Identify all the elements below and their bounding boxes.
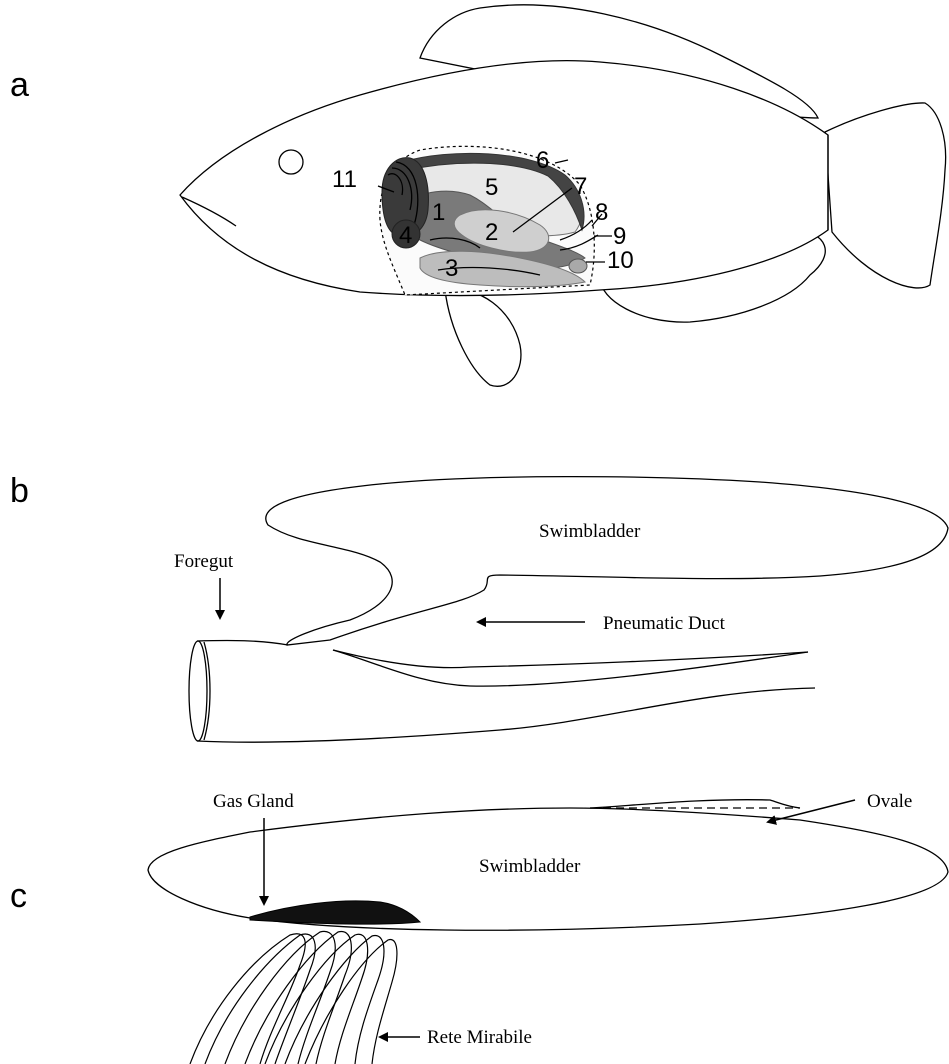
foregut-opening — [189, 641, 207, 741]
organ-number-8: 8 — [595, 199, 608, 226]
organ-number-9: 9 — [613, 223, 626, 250]
organ-number-11: 11 — [332, 166, 357, 193]
gas-gland — [250, 901, 420, 924]
organ-number-4: 4 — [399, 222, 412, 249]
panel-a: a — [10, 5, 946, 386]
organ-bladder — [569, 259, 587, 273]
foregut-tube — [197, 640, 815, 742]
rete-mirabile-label: Rete Mirabile — [427, 1027, 532, 1048]
fish-eye — [279, 150, 303, 174]
swimbladder-label-c: Swimbladder — [479, 856, 581, 877]
duct-lower — [333, 650, 808, 686]
ovale-label: Ovale — [867, 791, 912, 812]
tail-fin — [825, 103, 946, 288]
rete-mirabile — [190, 931, 397, 1064]
organ-number-3: 3 — [445, 255, 458, 282]
panel-b-label: b — [10, 472, 29, 510]
panel-c: c Gas Gland Ovale Swimbladder Rete Mirab… — [10, 791, 948, 1064]
pneumatic-duct-label: Pneumatic Duct — [603, 613, 726, 634]
organ-number-5: 5 — [485, 174, 498, 201]
organ-number-2: 2 — [485, 219, 498, 246]
organ-number-1: 1 — [432, 199, 445, 226]
ovale-bump — [590, 800, 800, 808]
organ-number-7: 7 — [574, 173, 587, 200]
organ-number-6: 6 — [536, 147, 549, 174]
pelvic-fin — [445, 289, 521, 386]
panel-b: b Swimbladder Foregut Pneumatic Duct — [10, 472, 948, 742]
panel-a-label: a — [10, 66, 29, 104]
gas-gland-label: Gas Gland — [213, 791, 294, 812]
organ-number-10: 10 — [607, 247, 634, 274]
foregut-label: Foregut — [174, 551, 234, 572]
panel-c-label: c — [10, 877, 27, 915]
swimbladder-label-b: Swimbladder — [539, 521, 641, 542]
